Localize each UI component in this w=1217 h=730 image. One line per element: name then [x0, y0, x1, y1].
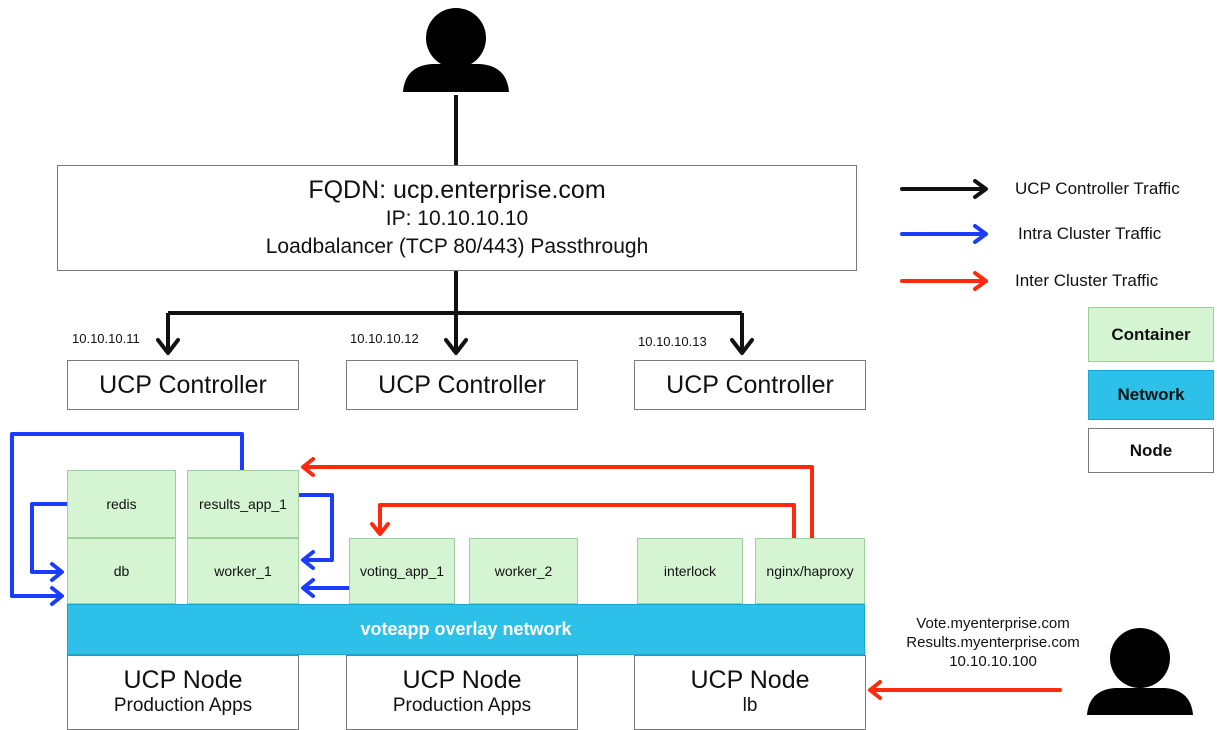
voteapp-overlay-network: voteapp overlay network: [67, 604, 865, 655]
legend-arrows: [900, 179, 988, 291]
legend-container: Container: [1088, 307, 1214, 362]
inter-cluster-arrows: [301, 457, 1062, 700]
container-db: db: [67, 538, 176, 604]
legend-network: Network: [1088, 370, 1214, 420]
ucp-controller-1: UCP Controller: [67, 360, 299, 410]
controller-2-ip: 10.10.10.12: [350, 331, 419, 346]
external-user-person-icon: [1087, 628, 1193, 715]
legend-intra-traffic: Intra Cluster Traffic: [1018, 224, 1162, 243]
node-1-subtitle: Production Apps: [113, 695, 253, 716]
controller-3-ip: 10.10.10.13: [638, 334, 707, 349]
ucp-node-2: UCP Node Production Apps: [346, 655, 578, 730]
external-ip: 10.10.10.100: [949, 653, 1037, 670]
container-nginx-haproxy: nginx/haproxy: [755, 538, 865, 604]
ucp-controller-3: UCP Controller: [634, 360, 866, 410]
loadbalancer-box: FQDN: ucp.enterprise.com IP: 10.10.10.10…: [57, 165, 857, 271]
container-worker-2: worker_2: [469, 538, 578, 604]
legend-node: Node: [1088, 428, 1214, 473]
external-endpoints: Vote.myenterprise.com Results.myenterpri…: [888, 614, 1098, 671]
ucp-node-3: UCP Node lb: [634, 655, 866, 730]
ucp-node-1: UCP Node Production Apps: [67, 655, 299, 730]
container-interlock: interlock: [637, 538, 743, 604]
container-results-app-1: results_app_1: [187, 470, 299, 538]
node-1-title: UCP Node: [123, 666, 243, 694]
external-vote-host: Vote.myenterprise.com: [916, 615, 1070, 632]
legend-controller-traffic: UCP Controller Traffic: [1015, 179, 1180, 198]
container-redis: redis: [67, 470, 176, 538]
intra-cluster-arrows: [10, 432, 351, 606]
node-2-subtitle: Production Apps: [392, 695, 532, 716]
controller-1-ip: 10.10.10.11: [72, 331, 140, 346]
container-voting-app-1: voting_app_1: [349, 538, 455, 604]
ucp-controller-2: UCP Controller: [346, 360, 578, 410]
legend-inter-traffic: Inter Cluster Traffic: [1015, 271, 1159, 290]
node-2-title: UCP Node: [402, 666, 522, 694]
lb-description: Loadbalancer (TCP 80/443) Passthrough: [265, 235, 649, 258]
node-3-title: UCP Node: [690, 666, 810, 694]
node-3-subtitle: lb: [742, 695, 758, 716]
lb-ip: IP: 10.10.10.10: [385, 207, 529, 230]
external-results-host: Results.myenterprise.com: [906, 634, 1080, 651]
lb-fqdn: FQDN: ucp.enterprise.com: [308, 176, 606, 204]
top-user-person-icon: [403, 8, 509, 92]
container-worker-1: worker_1: [187, 538, 299, 604]
controller-traffic-arrows: [166, 271, 744, 350]
